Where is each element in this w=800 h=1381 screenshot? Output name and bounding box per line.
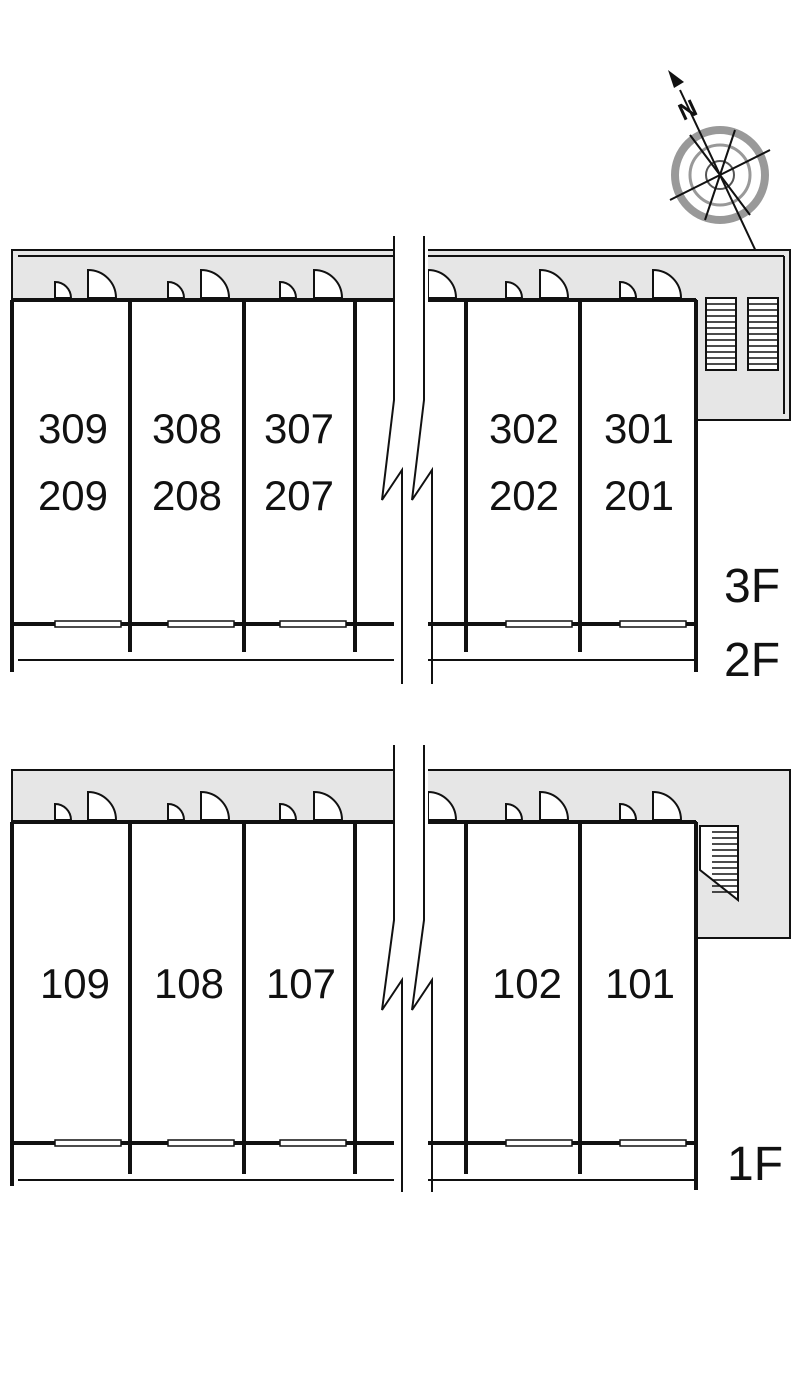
break-mark-1f — [381, 745, 433, 1193]
balcony-windows-1f — [54, 1139, 687, 1147]
unit-108: 108 — [154, 960, 224, 1007]
unit-202: 202 — [489, 472, 559, 519]
floor-label-3f: 3F — [724, 560, 780, 613]
unit-101: 101 — [605, 960, 675, 1007]
unit-208: 208 — [152, 472, 222, 519]
unit-201: 201 — [604, 472, 674, 519]
unit-109: 109 — [40, 960, 110, 1007]
unit-309: 309 — [38, 405, 108, 452]
unit-307: 307 — [264, 405, 334, 452]
unit-209: 209 — [38, 472, 108, 519]
unit-107: 107 — [266, 960, 336, 1007]
north-label: N — [674, 95, 701, 127]
unit-308: 308 — [152, 405, 222, 452]
balcony-windows — [54, 620, 687, 628]
floor-label-1f: 1F — [727, 1138, 783, 1191]
staircase — [705, 297, 779, 371]
unit-207: 207 — [264, 472, 334, 519]
lower-block: 109 108 107 102 101 1F — [10, 745, 791, 1193]
break-mark — [381, 236, 433, 686]
compass-rose: N — [668, 70, 771, 261]
staircase-1f — [699, 825, 739, 903]
entrance-doors — [54, 268, 683, 299]
upper-block: 309 209 308 208 307 207 302 202 301 201 … — [10, 236, 791, 687]
entrance-doors-1f — [54, 790, 683, 821]
floor-label-2f: 2F — [724, 634, 780, 687]
unit-301: 301 — [604, 405, 674, 452]
unit-302: 302 — [489, 405, 559, 452]
unit-102: 102 — [492, 960, 562, 1007]
